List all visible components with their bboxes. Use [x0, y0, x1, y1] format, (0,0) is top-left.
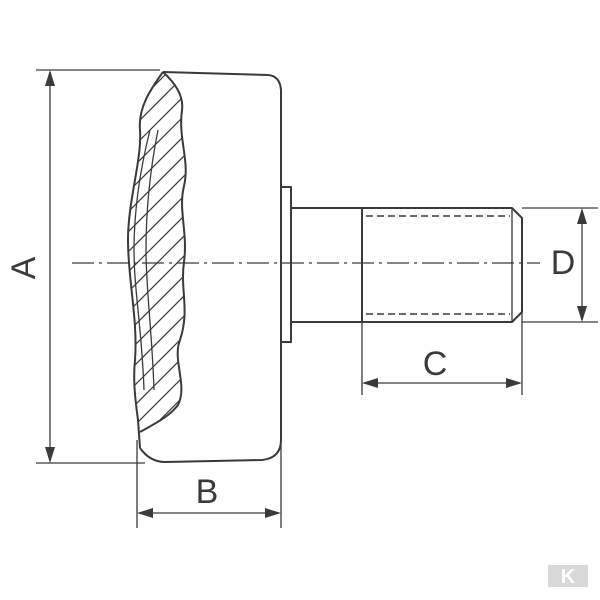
label-c: C	[423, 345, 448, 383]
section-inner-contour	[139, 71, 187, 433]
logo-letter: K	[561, 566, 576, 588]
shaft-outline	[291, 207, 523, 323]
arrowhead-c-left	[362, 378, 378, 388]
section-break-line	[127, 71, 164, 449]
insert-channel-inner	[145, 129, 159, 391]
dimension-c: C	[361, 312, 523, 395]
arrowhead-a-top	[45, 70, 55, 86]
arrowhead-d-top	[577, 208, 587, 224]
arrowhead-d-bottom	[577, 306, 587, 322]
dimension-d: D	[522, 207, 598, 323]
label-a: A	[5, 256, 43, 279]
threaded-shaft	[291, 207, 523, 323]
arrowhead-a-bottom	[45, 447, 55, 463]
logo-background	[548, 565, 588, 587]
arrowhead-c-right	[506, 378, 522, 388]
dimension-b: B	[136, 440, 282, 528]
knob-body	[127, 71, 282, 463]
washer	[280, 186, 292, 343]
label-b: B	[196, 473, 219, 511]
arrowhead-b-left	[137, 508, 153, 518]
brand-logo-watermark: K	[548, 565, 588, 588]
section-hatching	[128, 72, 186, 432]
arrowhead-b-right	[265, 508, 281, 518]
dimension-a: A	[5, 69, 160, 464]
insert-channel	[133, 129, 151, 391]
knob-outline	[139, 71, 282, 463]
label-d: D	[551, 244, 576, 282]
